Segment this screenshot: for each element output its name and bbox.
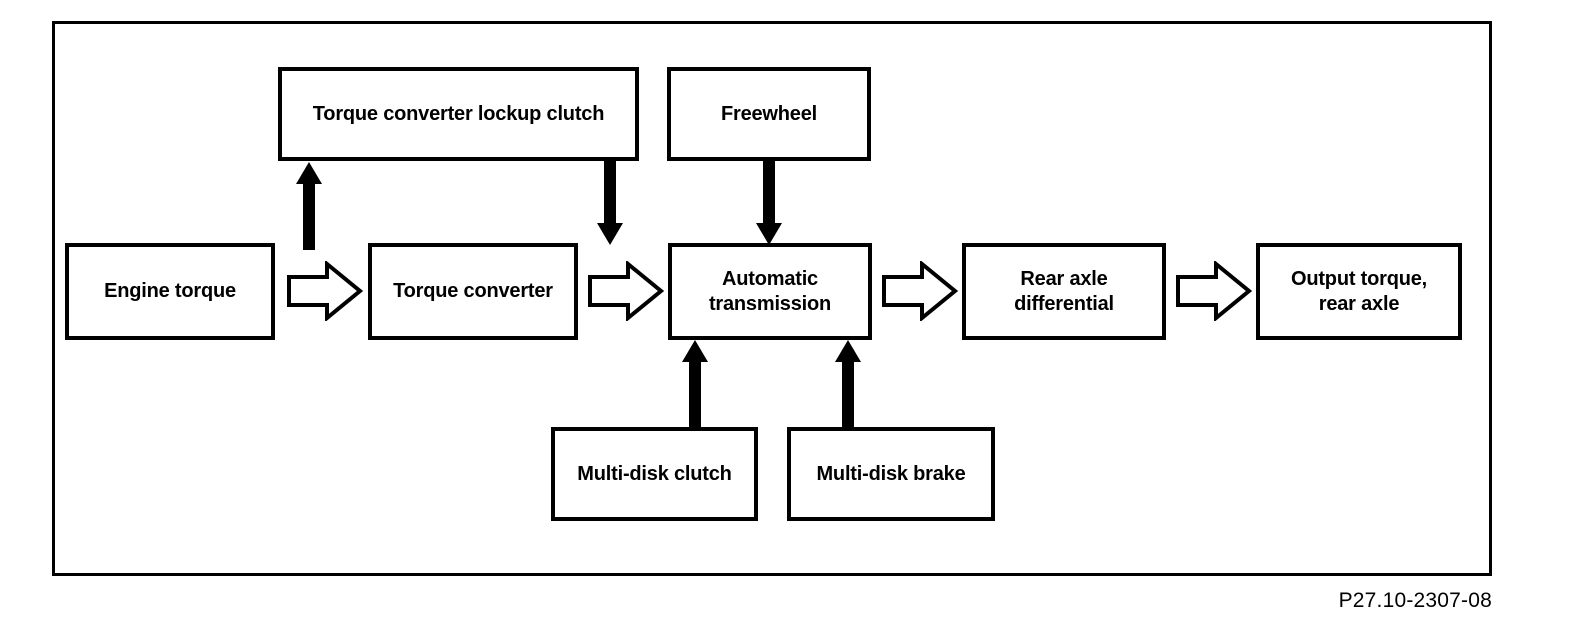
box-torque-converter: Torque converter <box>368 243 578 340</box>
box-automatic-transmission: Automatic transmission <box>668 243 872 340</box>
solid-arrow-up-icon <box>835 340 861 427</box>
flow-arrow-right-icon <box>1176 261 1252 321</box>
box-torque-converter-lockup-clutch: Torque converter lockup clutch <box>278 67 639 161</box>
box-output-torque-rear-axle: Output torque, rear axle <box>1256 243 1462 340</box>
solid-arrow-down-icon <box>756 161 782 245</box>
box-multi-disk-brake: Multi-disk brake <box>787 427 995 521</box>
box-engine-torque: Engine torque <box>65 243 275 340</box>
solid-arrow-down-icon <box>597 161 623 245</box>
flow-arrow-right-icon <box>588 261 664 321</box>
box-multi-disk-clutch: Multi-disk clutch <box>551 427 758 521</box>
box-rear-axle-differential: Rear axle differential <box>962 243 1166 340</box>
box-freewheel: Freewheel <box>667 67 871 161</box>
solid-arrow-up-icon <box>682 340 708 427</box>
solid-arrow-up-icon <box>296 162 322 250</box>
figure-number: P27.10-2307-08 <box>1338 589 1492 612</box>
flow-arrow-right-icon <box>287 261 363 321</box>
flow-arrow-right-icon <box>882 261 958 321</box>
